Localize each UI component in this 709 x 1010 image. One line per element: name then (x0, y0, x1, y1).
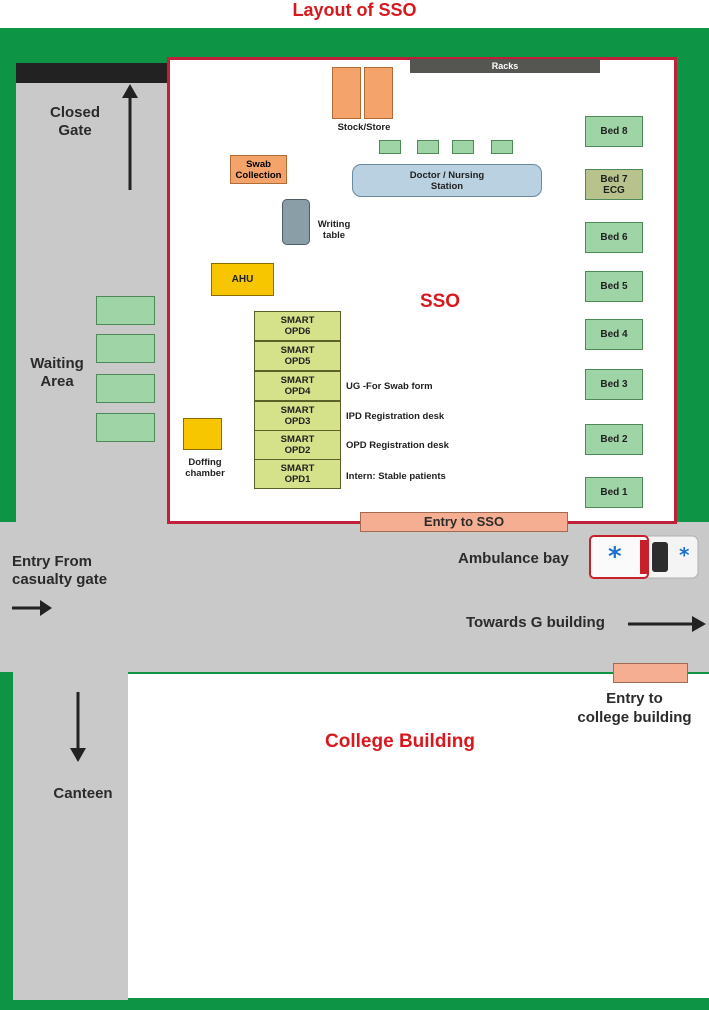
station-seat (417, 140, 439, 154)
bed-5: Bed 5 (585, 271, 643, 302)
writing-table (282, 199, 310, 245)
ahu: AHU (211, 263, 274, 296)
svg-text:*: * (608, 542, 622, 572)
opd-3: SMART OPD3 (254, 401, 341, 431)
station-seat (491, 140, 513, 154)
entry-college-door (613, 663, 688, 683)
stock-store-label: Stock/Store (337, 122, 391, 133)
writing-table-label: Writing table (317, 219, 351, 241)
swab-collection: Swab Collection (230, 155, 287, 184)
college-building (128, 674, 709, 998)
opd-4: SMART OPD4 (254, 371, 341, 401)
opd2-note: OPD Registration desk (346, 440, 449, 451)
opd3-note: IPD Registration desk (346, 411, 445, 422)
station-seat (379, 140, 401, 154)
opd-5: SMART OPD5 (254, 341, 341, 371)
arrow-down-icon (70, 692, 86, 762)
opd1-note: Intern: Stable patients (346, 471, 446, 482)
bed-4: Bed 4 (585, 319, 643, 350)
racks: Racks (410, 59, 600, 73)
arrow-up-icon (122, 84, 138, 190)
entry-casualty-label: Entry From casualty gate (12, 553, 108, 588)
stock-store-left (332, 67, 361, 119)
bed-1: Bed 1 (585, 477, 643, 508)
road-left-lower (13, 660, 128, 1000)
canteen-label: Canteen (53, 785, 113, 802)
college-building-label: College Building (325, 731, 475, 752)
closed-gate-bar (16, 63, 168, 83)
bed-6: Bed 6 (585, 222, 643, 253)
opd4-note: UG -For Swab form (346, 381, 433, 392)
towards-g-label: Towards G building (466, 614, 605, 631)
bed-2: Bed 2 (585, 424, 643, 455)
closed-gate-label: Closed Gate (49, 104, 100, 139)
waiting-bench (96, 334, 155, 363)
nursing-station: Doctor / Nursing Station (352, 164, 542, 197)
entry-college-label: Entry to college building (577, 690, 692, 726)
waiting-bench (96, 413, 155, 442)
entry-sso: Entry to SSO (360, 512, 568, 532)
arrow-right-icon (12, 600, 52, 616)
bed-3: Bed 3 (585, 369, 643, 400)
svg-text:*: * (679, 543, 690, 567)
sso-label: SSO (419, 291, 461, 312)
ambulance-icon: * * (589, 535, 699, 579)
station-seat (452, 140, 474, 154)
doffing-chamber-box (183, 418, 222, 450)
opd-2: SMART OPD2 (254, 430, 341, 460)
waiting-area-label: Waiting Area (30, 355, 84, 390)
doffing-chamber-label: Doffing chamber (185, 457, 225, 479)
arrow-right-icon (628, 616, 706, 632)
bed-8: Bed 8 (585, 116, 643, 147)
opd-6: SMART OPD6 (254, 311, 341, 341)
ambulance-bay-label: Ambulance bay (458, 550, 569, 567)
page-title: Layout of SSO (292, 0, 417, 20)
stock-store-right (364, 67, 393, 119)
waiting-bench (96, 296, 155, 325)
opd-1: SMART OPD1 (254, 459, 341, 489)
bed-7: Bed 7 ECG (585, 169, 643, 200)
waiting-bench (96, 374, 155, 403)
